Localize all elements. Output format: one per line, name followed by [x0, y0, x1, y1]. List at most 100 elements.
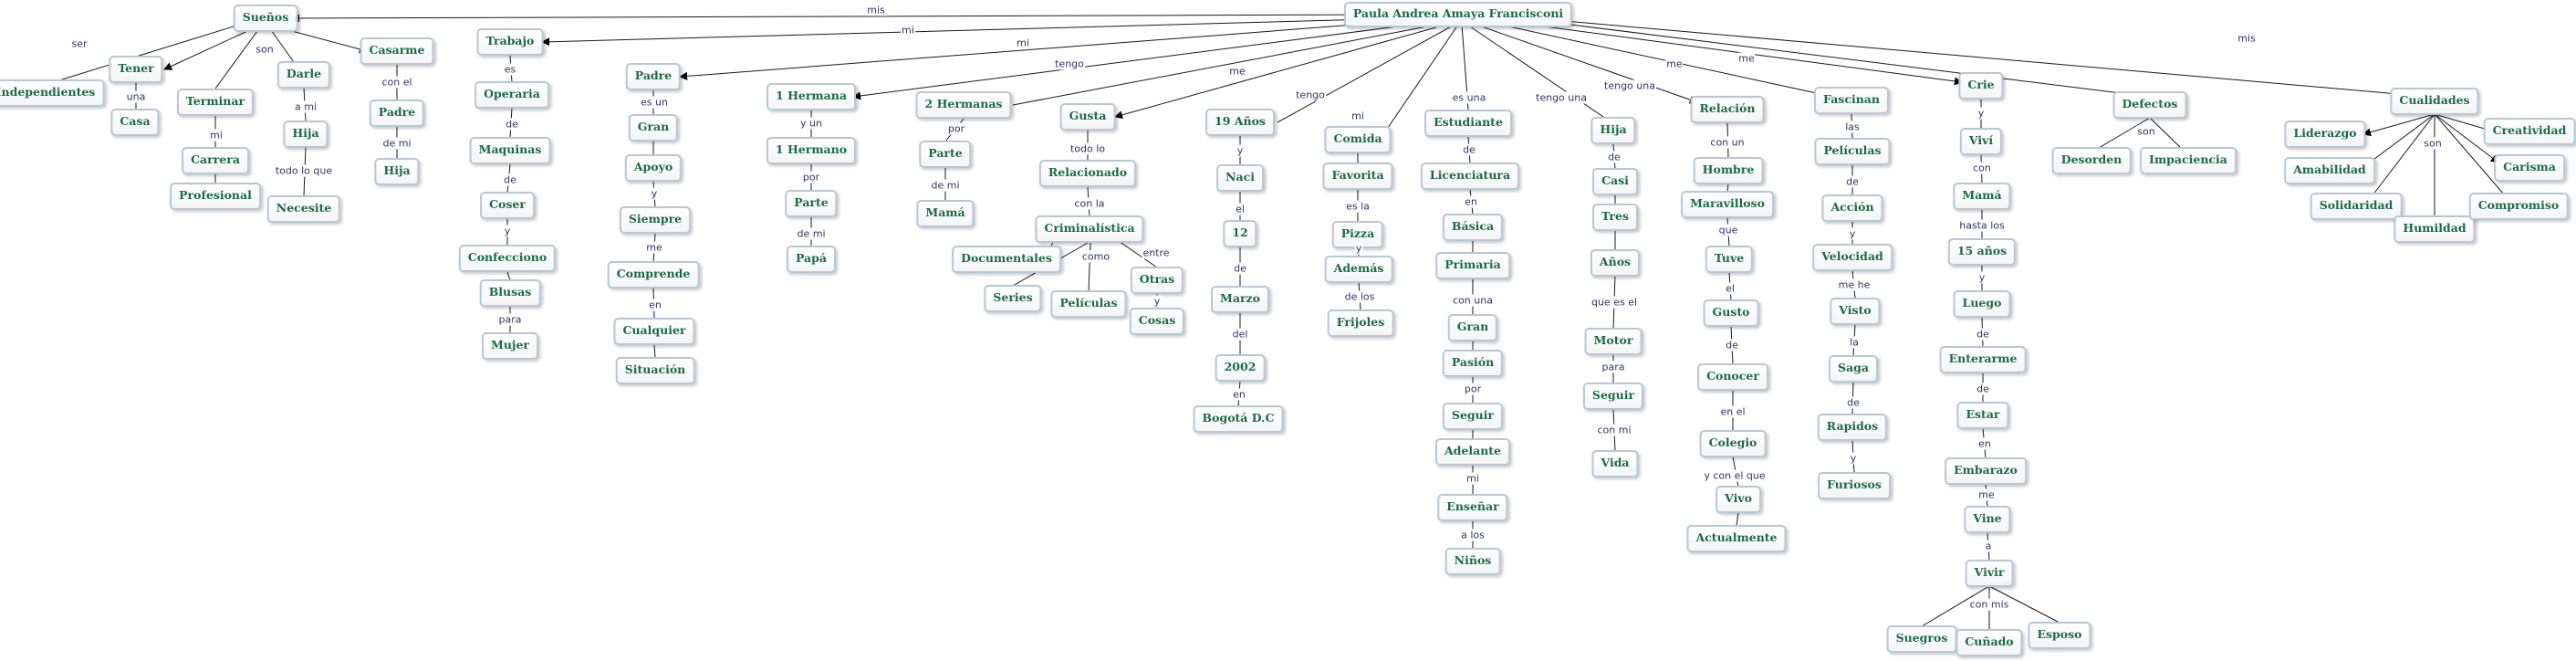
concept-estudiante[interactable]: Estudiante: [1424, 110, 1512, 137]
concept-liderazgo[interactable]: Liderazgo: [2284, 121, 2366, 148]
concept-seguir-2[interactable]: Seguir: [1582, 383, 1644, 410]
concept-comprende[interactable]: Comprende: [607, 261, 700, 289]
concept-favorita[interactable]: Favorita: [1322, 163, 1393, 190]
concept-situacion[interactable]: Situación: [615, 357, 695, 384]
concept-velocidad[interactable]: Velocidad: [1812, 244, 1893, 271]
concept-motor[interactable]: Motor: [1584, 328, 1643, 355]
concept-impaciencia[interactable]: Impaciencia: [2140, 147, 2237, 174]
concept-relacionado[interactable]: Relacionado: [1038, 160, 1137, 187]
concept-humildad[interactable]: Humildad: [2393, 215, 2476, 243]
concept-cualquier[interactable]: Cualquier: [613, 318, 695, 345]
concept-trabajo[interactable]: Trabajo: [476, 28, 544, 56]
concept-mama-2[interactable]: Mamá: [1953, 183, 2011, 210]
concept-suegros[interactable]: Suegros: [1886, 625, 1957, 653]
concept-gran-2[interactable]: Gran: [1447, 314, 1498, 341]
concept-furiosos[interactable]: Furiosos: [1818, 472, 1891, 499]
concept-padre-2[interactable]: Padre: [625, 63, 682, 90]
concept-padre-1[interactable]: Padre: [369, 100, 425, 127]
concept-maquinas[interactable]: Maquinas: [469, 137, 551, 164]
concept-criminalistica[interactable]: Criminalística: [1035, 215, 1144, 243]
concept-cunado[interactable]: Cuñado: [1955, 629, 2023, 656]
concept-gusta[interactable]: Gusta: [1059, 103, 1116, 131]
concept-estar[interactable]: Estar: [1956, 402, 2009, 429]
concept-profesional[interactable]: Profesional: [170, 183, 261, 210]
concept-papa[interactable]: Papá: [786, 246, 837, 273]
concept-19-anos[interactable]: 19 Años: [1205, 109, 1275, 136]
concept-adelante[interactable]: Adelante: [1434, 438, 1511, 466]
concept-vine[interactable]: Vine: [1964, 506, 2011, 533]
concept-enterarme[interactable]: Enterarme: [1939, 346, 2027, 373]
concept-carrera[interactable]: Carrera: [182, 147, 249, 174]
concept-basica[interactable]: Básica: [1442, 214, 1504, 241]
concept-primaria[interactable]: Primaria: [1435, 252, 1510, 279]
concept-saga[interactable]: Saga: [1829, 355, 1878, 383]
concept-hija-2[interactable]: Hija: [374, 158, 420, 185]
concept-accion[interactable]: Acción: [1821, 194, 1883, 222]
concept-colegio[interactable]: Colegio: [1699, 430, 1767, 457]
concept-luego[interactable]: Luego: [1953, 290, 2011, 318]
concept-casa[interactable]: Casa: [110, 109, 160, 136]
concept-vivir[interactable]: Vivir: [1965, 560, 2014, 587]
concept-coser[interactable]: Coser: [480, 192, 535, 219]
concept-desorden[interactable]: Desorden: [2051, 147, 2132, 174]
concept-parte-2[interactable]: Parte: [919, 141, 972, 168]
concept-terminar[interactable]: Terminar: [176, 89, 255, 116]
root-concept-node[interactable]: Paula Andrea Amaya Francisconi: [1343, 2, 1573, 27]
concept-1-hermana[interactable]: 1 Hermana: [767, 83, 856, 110]
concept-mujer[interactable]: Mujer: [482, 332, 538, 360]
concept-conocer[interactable]: Conocer: [1697, 363, 1768, 391]
concept-solidaridad[interactable]: Solidaridad: [2310, 193, 2403, 220]
concept-independientes[interactable]: Independientes: [0, 79, 105, 107]
concept-gran-1[interactable]: Gran: [628, 114, 679, 142]
concept-maravilloso[interactable]: Maravilloso: [1681, 191, 1774, 218]
concept-fascinan[interactable]: Fascinan: [1814, 87, 1889, 114]
concept-ninos[interactable]: Niños: [1444, 548, 1501, 575]
concept-rapidos[interactable]: Rapidos: [1817, 414, 1888, 441]
concept-vivo[interactable]: Vivo: [1716, 486, 1761, 513]
concept-gusto[interactable]: Gusto: [1703, 299, 1759, 327]
concept-vivi[interactable]: Viví: [1959, 128, 2003, 155]
concept-siempre[interactable]: Siempre: [619, 206, 692, 234]
concept-anos[interactable]: Años: [1590, 249, 1641, 277]
concept-carisma[interactable]: Carisma: [2494, 154, 2565, 182]
concept-hija-3[interactable]: Hija: [1590, 117, 1636, 144]
concept-licenciatura[interactable]: Licenciatura: [1420, 163, 1520, 190]
concept-casarme[interactable]: Casarme: [360, 37, 434, 65]
concept-peliculas-2[interactable]: Películas: [1814, 138, 1891, 165]
concept-cualidades[interactable]: Cualidades: [2390, 88, 2479, 115]
concept-bogota[interactable]: Bogotá D.C: [1193, 405, 1284, 433]
concept-creatividad[interactable]: Creatividad: [2483, 118, 2576, 145]
concept-documentales[interactable]: Documentales: [952, 246, 1061, 273]
concept-15-anos[interactable]: 15 años: [1947, 238, 2017, 266]
concept-tres[interactable]: Tres: [1592, 204, 1638, 231]
concept-ademas[interactable]: Además: [1324, 256, 1393, 283]
concept-operaria[interactable]: Operaria: [475, 81, 549, 109]
concept-hombre[interactable]: Hombre: [1693, 157, 1764, 184]
concept-pasion[interactable]: Pasión: [1442, 350, 1504, 377]
concept-embarazo[interactable]: Embarazo: [1945, 457, 2027, 485]
concept-relacion[interactable]: Relación: [1690, 96, 1765, 123]
concept-hija-1[interactable]: Hija: [283, 121, 329, 148]
concept-mama-1[interactable]: Mamá: [916, 200, 975, 227]
concept-casi[interactable]: Casi: [1592, 168, 1638, 195]
concept-blusas[interactable]: Blusas: [479, 279, 541, 307]
concept-confecciono[interactable]: Confecciono: [458, 245, 557, 272]
concept-1-hermano[interactable]: 1 Hermano: [766, 137, 857, 164]
concept-marzo[interactable]: Marzo: [1211, 286, 1269, 313]
concept-cosas[interactable]: Cosas: [1129, 308, 1185, 335]
concept-frijoles[interactable]: Frijoles: [1327, 310, 1394, 337]
concept-series[interactable]: Series: [984, 285, 1042, 312]
concept-tuve[interactable]: Tuve: [1705, 246, 1754, 273]
concept-2-hermanas[interactable]: 2 Hermanas: [915, 91, 1012, 119]
concept-12[interactable]: 12: [1223, 220, 1257, 247]
concept-apoyo[interactable]: Apoyo: [624, 154, 683, 182]
concept-esposo[interactable]: Esposo: [2028, 622, 2091, 649]
concept-ensenar[interactable]: Enseñar: [1437, 494, 1508, 521]
concept-peliculas-1[interactable]: Películas: [1050, 290, 1127, 318]
concept-amabilidad[interactable]: Amabilidad: [2284, 157, 2375, 184]
concept-darle[interactable]: Darle: [276, 61, 331, 89]
concept-seguir-1[interactable]: Seguir: [1442, 403, 1504, 430]
concept-parte-1[interactable]: Parte: [785, 190, 838, 217]
concept-suenos[interactable]: Sueños: [233, 5, 298, 32]
concept-actualmente[interactable]: Actualmente: [1686, 525, 1787, 552]
